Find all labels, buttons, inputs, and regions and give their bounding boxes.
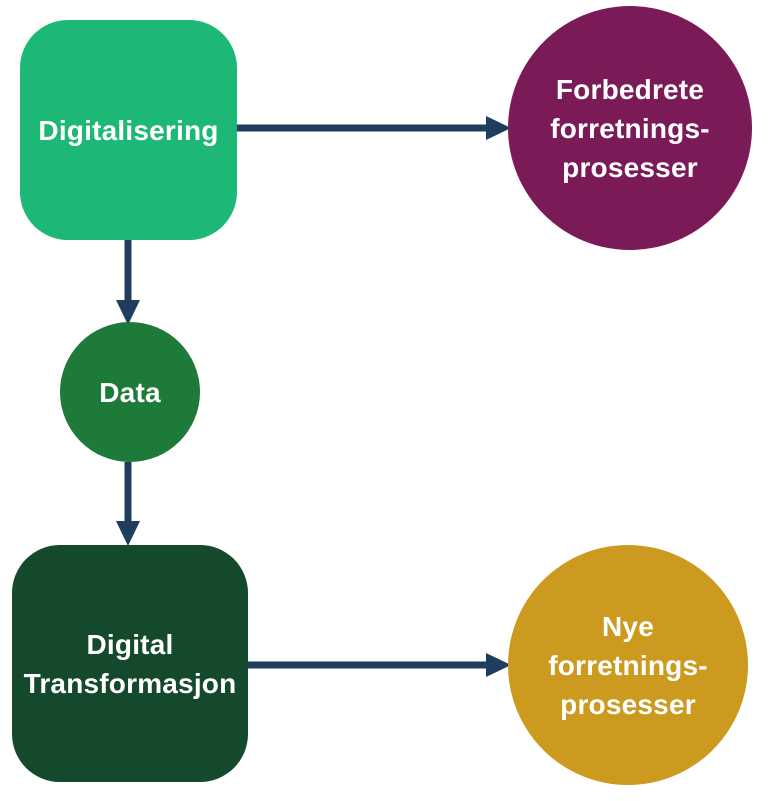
node-digitalisering-label: Digitalisering <box>38 114 219 146</box>
node-nye-forretningsprosesser: Nye forretnings- prosesser <box>508 545 748 785</box>
node-digital-transformasjon-label: Digital Transformasjon <box>23 628 237 699</box>
node-digital-transformasjon: Digital Transformasjon <box>12 545 248 782</box>
arrow-head-icon <box>116 300 140 325</box>
node-data-label: Data <box>99 376 161 408</box>
node-forbedrete-forretningsprosesser: Forbedrete forretnings- prosesser <box>508 6 752 250</box>
node-forbedrete-forretningsprosesser-label: Forbedrete forretnings- prosesser <box>550 73 710 183</box>
node-digitalisering: Digitalisering <box>20 20 237 240</box>
arrow-digital-transformasjon-to-nye <box>248 653 511 677</box>
arrow-head-icon <box>116 521 140 546</box>
arrow-head-icon <box>486 653 511 677</box>
arrow-digitalisering-to-forbedrete <box>237 116 511 140</box>
node-nye-forretningsprosesser-label: Nye forretnings- prosesser <box>548 610 708 720</box>
arrow-digitalisering-to-data <box>116 240 140 325</box>
arrow-data-to-digital-transformasjon <box>116 462 140 546</box>
arrow-head-icon <box>486 116 511 140</box>
node-data: Data <box>60 322 200 462</box>
